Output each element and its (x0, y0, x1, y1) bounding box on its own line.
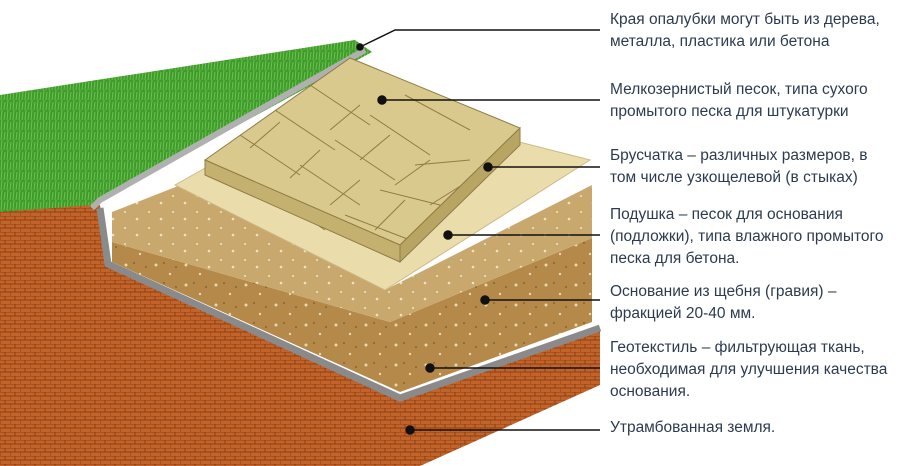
label-line: металла, пластика или бетона (610, 33, 830, 50)
label-gravel: Основание из щебня (гравия) – фракцией 2… (610, 281, 836, 325)
label-line: промытого песка для штукатурки (610, 103, 849, 120)
label-line: песка для бетона. (610, 250, 740, 267)
label-paving-stones: Брусчатка – различных размеров, в том чи… (610, 145, 868, 189)
paving-stones (203, 57, 521, 264)
label-line: Подушка – песок для основания (610, 206, 843, 223)
label-line: фракцией 20-40 мм. (610, 305, 756, 322)
label-line: Основание из щебня (гравия) – (610, 283, 837, 300)
label-line: Брусчатка – различных размеров, в (610, 147, 868, 164)
compacted-soil-layer (0, 205, 600, 466)
grass-area (0, 40, 372, 212)
label-line: основания. (610, 383, 691, 400)
label-line: Мелкозернистый песок, типа сухого (610, 81, 868, 98)
label-line: том числе узкощелевой (в стыках) (610, 169, 858, 186)
label-line: (подложки), типа влажного промытого (610, 228, 884, 245)
label-cushion: Подушка – песок для основания (подложки)… (610, 204, 883, 270)
geotextile-layer (96, 207, 602, 402)
label-formwork: Края опалубки могут быть из дерева, мета… (610, 9, 880, 53)
label-compacted-soil: Утрамбованная земля. (610, 417, 775, 439)
gravel-layer (112, 238, 592, 392)
label-fine-sand: Мелкозернистый песок, типа сухого промыт… (610, 79, 868, 123)
label-line: Геотекстиль – фильтрующая ткань, (610, 339, 865, 356)
label-line: необходимая для улучшения качества (610, 361, 888, 378)
label-geotextile: Геотекстиль – фильтрующая ткань, необход… (610, 337, 887, 403)
formwork-edge (89, 47, 367, 211)
label-line: Утрамбованная земля. (610, 419, 776, 436)
cushion-sand-layer (112, 185, 592, 322)
label-line: Края опалубки могут быть из дерева, (610, 11, 880, 28)
leader-lines (356, 29, 600, 435)
